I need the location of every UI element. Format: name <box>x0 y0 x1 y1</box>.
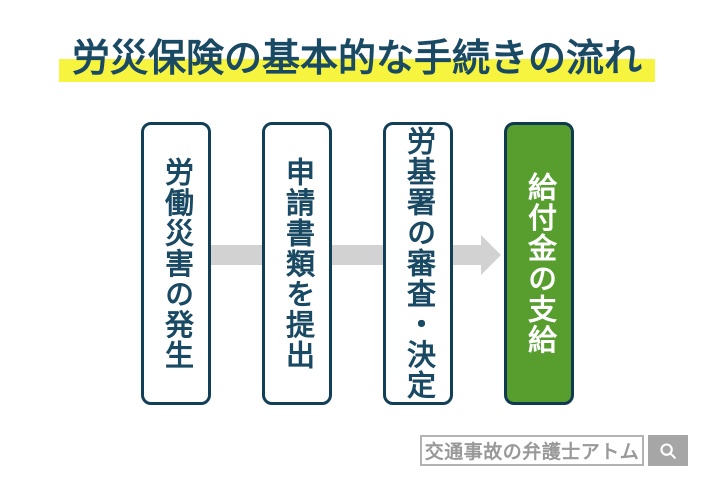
flow-step-label: 給付金の支給 <box>523 172 556 355</box>
flow-step-label: 労基署の審査・決定 <box>402 126 435 401</box>
search-button <box>648 435 688 466</box>
flow-arrow-head-icon <box>481 235 501 275</box>
page-title: 労災保険の基本的な手続きの流れ <box>0 34 714 82</box>
flow-step-submit-documents: 申請書類を提出 <box>262 122 332 405</box>
brand-search-badge: 交通事故の弁護士アトム <box>420 435 688 466</box>
flow-step-label: 申請書類を提出 <box>281 156 314 371</box>
brand-name: 交通事故の弁護士アトム <box>424 442 640 463</box>
flow-step-accident: 労働災害の発生 <box>141 122 211 405</box>
title-highlight: 労災保険の基本的な手続きの流れ <box>58 34 655 82</box>
flow-step-review-decision: 労基署の審査・決定 <box>383 122 453 405</box>
flow-step-benefit-payment: 給付金の支給 <box>504 122 574 405</box>
brand-textbox: 交通事故の弁護士アトム <box>420 435 644 466</box>
flow-step-label: 労働災害の発生 <box>160 156 193 371</box>
search-icon <box>660 442 676 459</box>
